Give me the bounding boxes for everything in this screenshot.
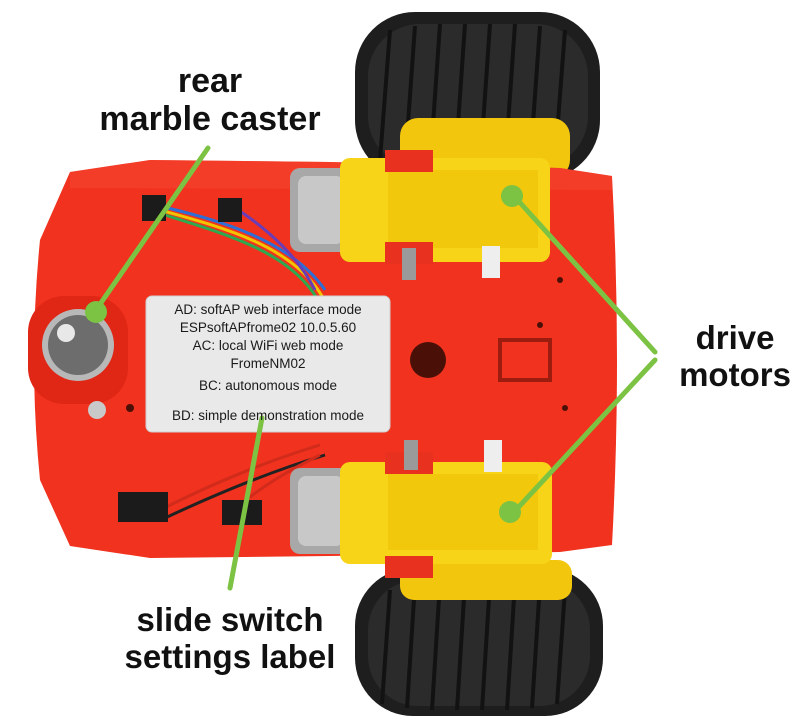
label-line-ac: AC: local WiFi web mode bbox=[192, 338, 344, 353]
leader-lines bbox=[93, 145, 658, 591]
callout-text: slide switch bbox=[136, 601, 324, 638]
label-line-bc: BC: autonomous mode bbox=[198, 378, 338, 393]
callout-slide-switch-settings-label: slide switch settings label bbox=[70, 601, 390, 676]
slide-switch-settings-label: AD: softAP web interface mode ESPsoftAPf… bbox=[146, 296, 390, 432]
callout-text: motors bbox=[679, 355, 791, 393]
callout-rear-marble-caster: rear marble caster bbox=[60, 62, 360, 138]
top-drive-motor bbox=[290, 150, 550, 280]
bottom-drive-motor bbox=[290, 440, 552, 578]
chassis-holes bbox=[126, 277, 568, 412]
callout-text: marble caster bbox=[99, 100, 321, 139]
slide-switch-a bbox=[118, 492, 168, 522]
label-line-ad-detail: ESPsoftAPfrome02 10.0.5.60 bbox=[179, 320, 357, 335]
label-line-bd: BD: simple demonstration mode bbox=[171, 408, 365, 423]
label-line-ad: AD: softAP web interface mode bbox=[174, 302, 362, 317]
wires-top bbox=[154, 203, 327, 301]
callout-drive-motors: drive motors bbox=[660, 319, 800, 394]
settings-label-card bbox=[145, 295, 391, 433]
callout-text: settings label bbox=[124, 637, 336, 675]
leader-dots bbox=[85, 185, 523, 523]
callout-text: rear bbox=[177, 62, 243, 100]
bottom-wheel bbox=[355, 560, 603, 716]
callout-text: drive bbox=[695, 319, 775, 356]
marble-caster bbox=[28, 296, 128, 419]
label-line-ac-detail: FromeNM02 bbox=[230, 356, 306, 371]
